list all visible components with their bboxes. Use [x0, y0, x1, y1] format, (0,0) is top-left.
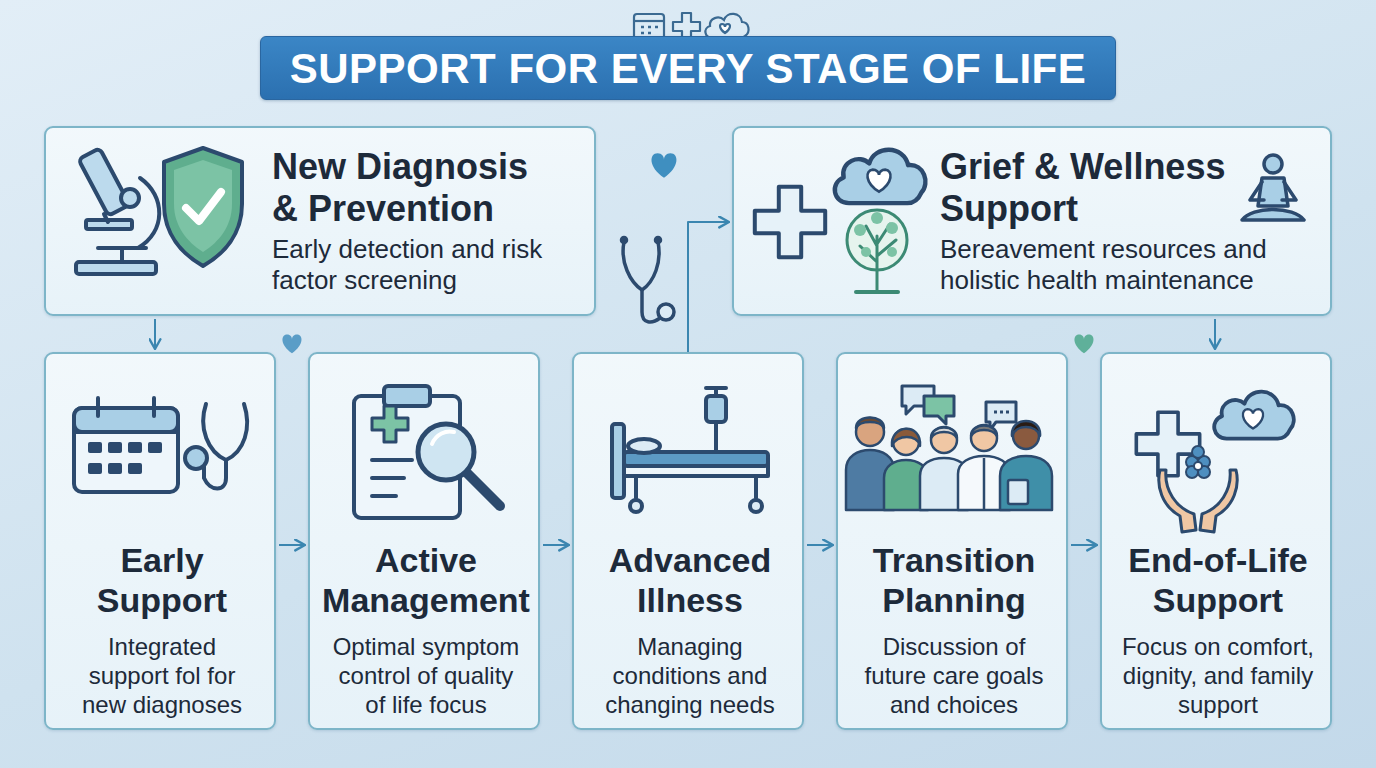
stage-box: End-of-Life SupportFocus on comfort, dig… [1100, 352, 1332, 730]
category-box: New Diagnosis & PreventionEarly detectio… [44, 126, 596, 316]
heart-icon [1074, 335, 1093, 354]
speech-bubbles-icon [902, 386, 1016, 430]
calendar-icon [74, 398, 178, 492]
shield-icon [164, 148, 242, 266]
heart-icon [282, 335, 301, 354]
flow-arrow [1071, 544, 1097, 546]
stethoscope-icon [185, 404, 247, 489]
cloud-heart-icon [1214, 392, 1294, 439]
stage-description: Managing conditions and changing needs [590, 632, 790, 719]
box-description: Early detection and risk factor screenin… [272, 234, 572, 296]
stage-box: Early SupportIntegrated support fol for … [44, 352, 276, 730]
flow-arrow [807, 544, 833, 546]
microscope-icon [76, 148, 159, 274]
hands-icon [1159, 470, 1237, 532]
cloud-heart-icon [835, 150, 926, 203]
stage-description: Discussion of future care goals and choi… [854, 632, 1054, 719]
stage-heading: Transition Planning [850, 540, 1058, 620]
heart-icon [652, 153, 677, 177]
flow-arrow [543, 544, 569, 546]
flow-arrow [154, 319, 156, 349]
stage-description: Optimal symptom control of quality of li… [326, 632, 526, 719]
stethoscope-icon [622, 238, 675, 322]
people-group-icon [846, 418, 1052, 511]
box-heading: Grief & Wellness Support [940, 146, 1290, 230]
clipboard-icon [354, 386, 460, 518]
stage-box: Transition PlanningDiscussion of future … [836, 352, 1068, 730]
flow-arrow [688, 222, 729, 352]
stage-description: Integrated support fol for new diagnoses [76, 632, 248, 719]
cross-icon [755, 187, 825, 257]
hospital-bed-icon [612, 388, 768, 512]
stage-heading: End-of-Life Support [1114, 540, 1322, 620]
yoga-icon [1242, 155, 1304, 220]
flow-arrow [279, 544, 305, 546]
box-description: Bereavement resources and holistic healt… [940, 234, 1300, 296]
cross-icon [1136, 412, 1199, 475]
stage-box: Advanced IllnessManaging conditions and … [572, 352, 804, 730]
stage-description: Focus on comfort, dignity, and family su… [1118, 632, 1318, 719]
box-heading: New Diagnosis & Prevention [272, 146, 562, 230]
magnifier-icon [418, 424, 500, 506]
stage-box: Active ManagementOptimal symptom control… [308, 352, 540, 730]
flow-arrow [1214, 319, 1216, 349]
category-box: Grief & Wellness SupportBereavement reso… [732, 126, 1332, 316]
tree-icon [847, 210, 907, 292]
title-banner: SUPPORT FOR EVERY STAGE OF LIFE [260, 36, 1116, 100]
stage-heading: Active Management [322, 540, 530, 620]
stage-heading: Advanced Illness [586, 540, 794, 620]
stage-heading: Early Support [58, 540, 266, 620]
flower-icon [1186, 446, 1210, 478]
